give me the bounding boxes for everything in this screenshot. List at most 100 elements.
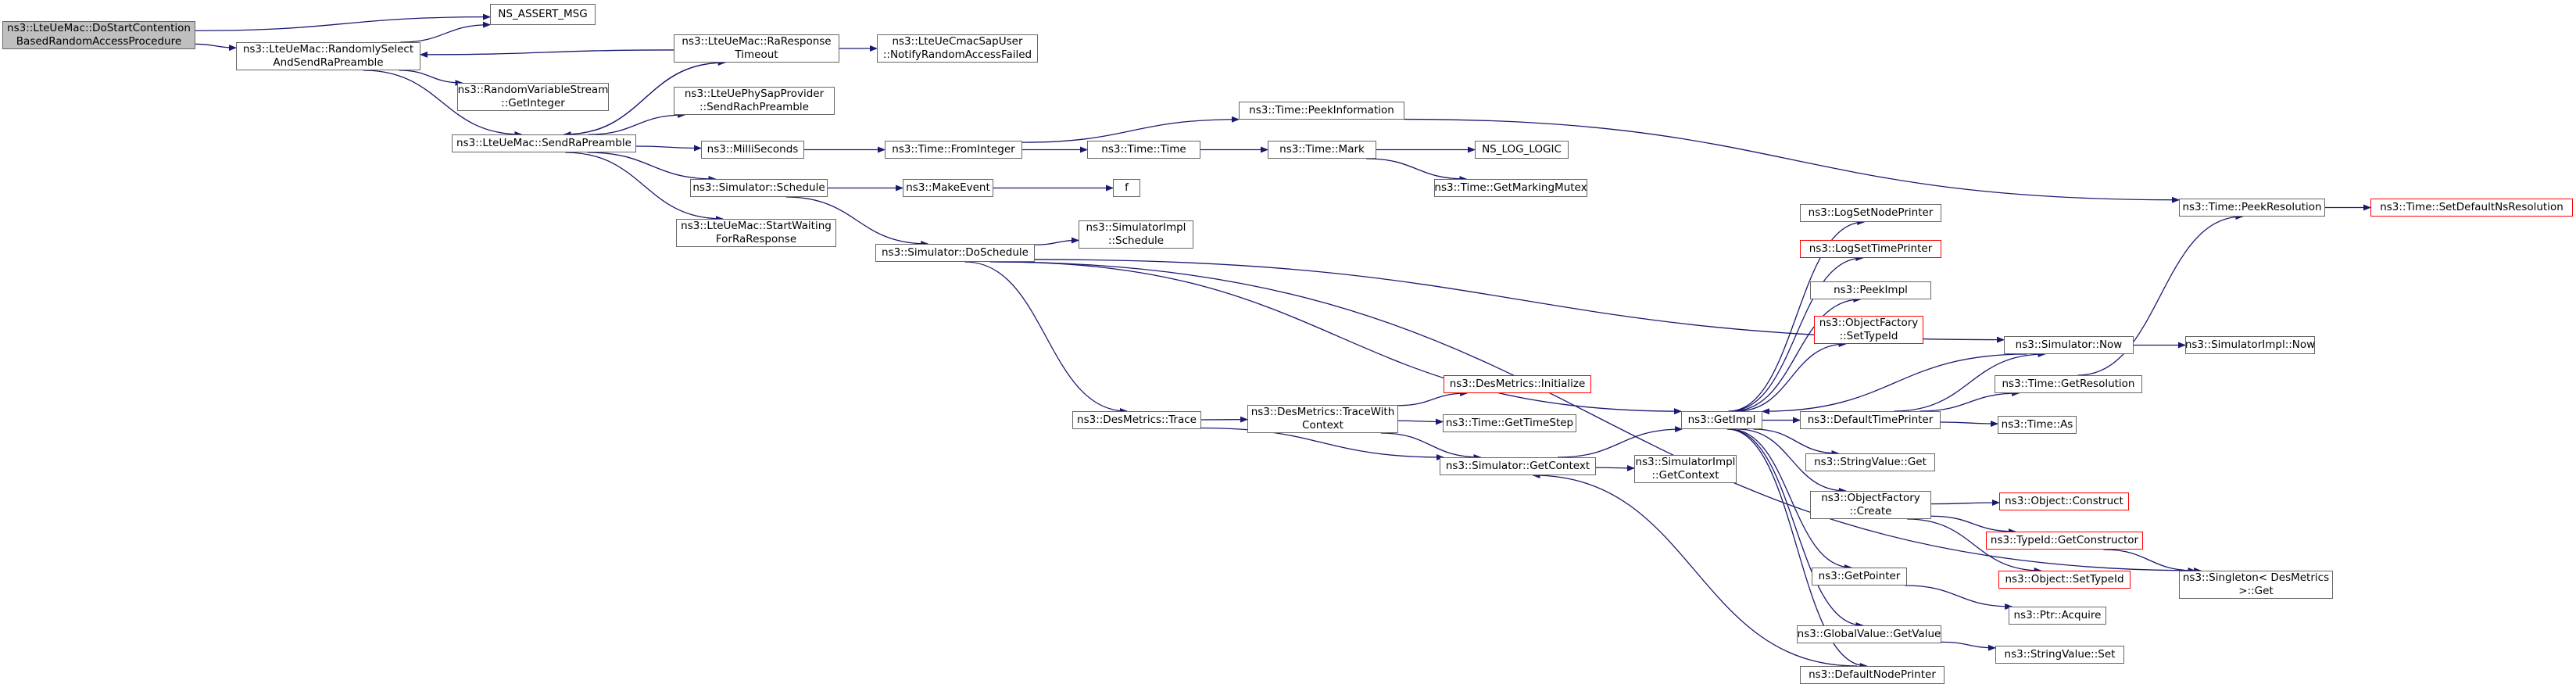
node-doschedule[interactable]: ns3::Simulator::DoSchedule (875, 244, 1035, 262)
node-f[interactable]: f (1113, 179, 1140, 197)
node-deftimeprinter[interactable]: ns3::DefaultTimePrinter (1800, 411, 1941, 429)
node-defnodeprinter[interactable]: ns3::DefaultNodePrinter (1800, 666, 1945, 684)
node-millis[interactable]: ns3::MilliSeconds (701, 141, 804, 159)
node-getres[interactable]: ns3::Time::GetResolution (1995, 375, 2142, 393)
node-label-line: Timeout (735, 48, 778, 62)
node-timeas[interactable]: ns3::Time::As (1998, 416, 2077, 434)
node-label-line: ns3::PeekImpl (1834, 284, 1908, 297)
node-nslog[interactable]: NS_LOG_LOGIC (1475, 141, 1569, 159)
node-label-line: ns3::Object::Construct (2005, 495, 2123, 508)
node-ofcreate[interactable]: ns3::ObjectFactory::Create (1810, 491, 1931, 519)
node-stringvalueget[interactable]: ns3::StringValue::Get (1805, 453, 1935, 471)
node-label-line: ns3::LogSetTimePrinter (1809, 242, 1933, 256)
node-label-line: ns3::StringValue::Set (2005, 648, 2116, 661)
node-setdefres[interactable]: ns3::Time::SetDefaultNsResolution (2370, 199, 2573, 217)
node-label-line: ns3::LteUeCmacSapUser (892, 35, 1022, 48)
node-label-line: ns3::StringValue::Get (1814, 456, 1927, 469)
node-label-line: Context (1302, 419, 1343, 432)
node-label-line: ::NotifyRandomAccessFailed (883, 48, 1032, 62)
node-label-line: ::GetContext (1651, 469, 1719, 482)
node-destrace[interactable]: ns3::DesMetrics::Trace (1072, 411, 1201, 429)
node-simgetctx[interactable]: ns3::Simulator::GetContext (1440, 457, 1596, 475)
node-label-line: ns3::ObjectFactory (1821, 492, 1920, 505)
node-label-line: ns3::Object::SetTypeId (2005, 573, 2123, 586)
node-logsettime[interactable]: ns3::LogSetTimePrinter (1800, 240, 1941, 258)
node-label-line: ns3::Simulator::DoSchedule (882, 246, 1029, 260)
node-schedule[interactable]: ns3::Simulator::Schedule (690, 179, 828, 197)
node-label-line: ::GetInteger (501, 97, 565, 110)
node-label-line: ns3::RandomVariableStream (458, 84, 609, 97)
node-simimplsched[interactable]: ns3::SimulatorImpl::Schedule (1079, 220, 1193, 249)
node-peekres[interactable]: ns3::Time::PeekResolution (2179, 199, 2325, 217)
node-label-line: ns3::GlobalValue::GetValue (1798, 628, 1941, 641)
node-phy[interactable]: ns3::LteUePhySapProvider::SendRachPreamb… (674, 87, 835, 115)
node-label-line: ns3::Simulator::Schedule (692, 181, 825, 195)
node-label-line: ::SetTypeId (1840, 330, 1898, 343)
node-sendra[interactable]: ns3::LteUeMac::SendRaPreamble (452, 134, 636, 152)
node-label-line: ns3::DesMetrics::Initialize (1450, 378, 1586, 391)
node-logsetnode[interactable]: ns3::LogSetNodePrinter (1800, 204, 1941, 222)
node-peekinfo[interactable]: ns3::Time::PeekInformation (1239, 102, 1404, 120)
node-globalvalue[interactable]: ns3::GlobalValue::GetValue (1797, 625, 1941, 643)
node-simnow[interactable]: ns3::Simulator::Now (2004, 336, 2134, 354)
node-simimplgetctx[interactable]: ns3::SimulatorImpl::GetContext (1634, 455, 1737, 483)
node-label-line: ns3::DefaultNodePrinter (1809, 668, 1936, 682)
node-gettimestep[interactable]: ns3::Time::GetTimeStep (1443, 414, 1576, 432)
node-label-line: ns3::SimulatorImpl::Now (2185, 338, 2315, 352)
node-label-line: ns3::Time::As (2002, 418, 2073, 432)
node-settypeid[interactable]: ns3::ObjectFactory::SetTypeId (1814, 316, 1923, 344)
node-label-line: ns3::GetImpl (1688, 414, 1756, 427)
node-simimplnow[interactable]: ns3::SimulatorImpl::Now (2185, 336, 2315, 354)
node-label-line: NS_ASSERT_MSG (498, 8, 587, 21)
node-label-line: ns3::Time::SetDefaultNsResolution (2380, 201, 2563, 214)
node-getpointer[interactable]: ns3::GetPointer (1812, 568, 1907, 586)
node-fromint[interactable]: ns3::Time::FromInteger (885, 141, 1022, 159)
node-peekimpl[interactable]: ns3::PeekImpl (1810, 281, 1931, 299)
node-label-line: ns3::LteUeMac::DoStartContention (7, 22, 191, 35)
node-label-line: ns3::DesMetrics::TraceWith (1251, 406, 1395, 419)
node-label-line: ::SendRachPreamble (699, 101, 809, 114)
node-label-line: ns3::Time::GetTimeStep (1446, 417, 1573, 430)
node-label-line: ns3::ObjectFactory (1819, 317, 1919, 330)
node-label-line: ns3::LteUePhySapProvider (685, 88, 824, 101)
node-label-line: ns3::LteUeMac::RandomlySelect (243, 43, 413, 56)
node-label-line: ns3::Simulator::GetContext (1446, 460, 1590, 473)
node-label-line: ns3::LteUeMac::RaResponse (682, 35, 831, 48)
node-label-line: >::Get (2238, 585, 2273, 598)
node-mark[interactable]: ns3::Time::Mark (1268, 141, 1376, 159)
node-label-line: ns3::DefaultTimePrinter (1808, 414, 1934, 427)
node-label-line: ns3::Time::GetResolution (2002, 378, 2134, 391)
node-rvs[interactable]: ns3::RandomVariableStream::GetInteger (457, 83, 609, 111)
node-getimpl[interactable]: ns3::GetImpl (1681, 411, 1762, 429)
node-label-line: f (1125, 181, 1129, 195)
node-objconstruct[interactable]: ns3::Object::Construct (1999, 492, 2129, 510)
node-notify[interactable]: ns3::LteUeCmacSapUser::NotifyRandomAcces… (877, 34, 1038, 63)
node-desinit[interactable]: ns3::DesMetrics::Initialize (1444, 375, 1591, 393)
node-label-line: NS_LOG_LOGIC (1482, 143, 1562, 156)
node-label-line: ns3::Time::Time (1101, 143, 1186, 156)
node-label-line: ns3::GetPointer (1819, 570, 1901, 583)
node-label-line: ns3::Singleton< DesMetrics (2183, 571, 2329, 585)
node-label-line: ns3::LteUeMac::StartWaiting (681, 220, 832, 233)
node-label-line: ns3::LogSetNodePrinter (1809, 206, 1934, 220)
node-timetime[interactable]: ns3::Time::Time (1087, 141, 1200, 159)
node-label-line: AndSendRaPreamble (273, 56, 383, 70)
node-ns_assert[interactable]: NS_ASSERT_MSG (490, 4, 596, 25)
node-typeidctor[interactable]: ns3::TypeId::GetConstructor (1986, 532, 2143, 550)
node-singleton[interactable]: ns3::Singleton< DesMetrics >::Get (2179, 571, 2333, 599)
node-objsettypeid[interactable]: ns3::Object::SetTypeId (1998, 571, 2131, 589)
node-getmarking[interactable]: ns3::Time::GetMarkingMutex (1434, 179, 1587, 197)
node-label-line: ns3::Time::PeekResolution (2182, 201, 2321, 214)
node-stringvalueset[interactable]: ns3::StringValue::Set (1995, 646, 2124, 664)
node-label-line: BasedRandomAccessProcedure (16, 35, 181, 48)
node-ptracquire[interactable]: ns3::Ptr::Acquire (2009, 607, 2106, 625)
node-label-line: ns3::MilliSeconds (707, 143, 799, 156)
node-makeevent[interactable]: ns3::MakeEvent (903, 179, 993, 197)
node-label-line: ns3::MakeEvent (906, 181, 990, 195)
node-label-line: ::Create (1850, 505, 1892, 518)
